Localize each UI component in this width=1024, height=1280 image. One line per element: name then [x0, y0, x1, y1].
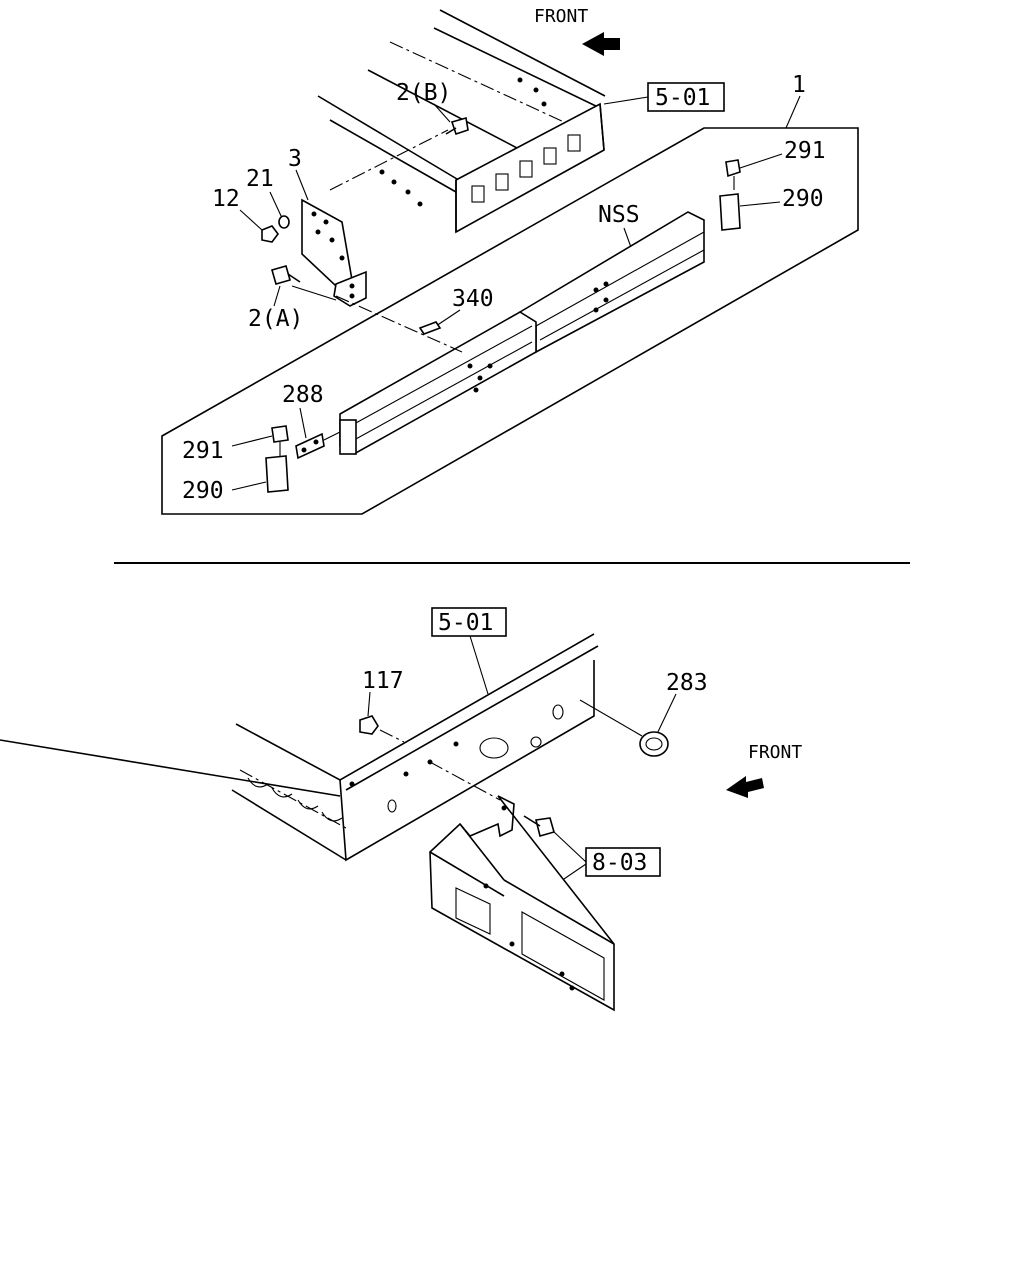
grommet-283 — [639, 731, 669, 757]
frame-rail-upper — [317, 9, 606, 234]
label-part-340[interactable]: 340 — [452, 286, 494, 312]
ref-5-01-lower[interactable]: 5-01 — [438, 610, 493, 636]
pin-340 — [418, 321, 442, 335]
frame-holes — [379, 77, 547, 207]
label-part-3[interactable]: 3 — [288, 146, 302, 172]
front-label-upper: FRONT — [534, 6, 588, 27]
label-part-117[interactable]: 117 — [362, 668, 404, 694]
nut-117 — [359, 715, 379, 735]
lower-view: 5-01 117 283 — [0, 607, 802, 1012]
bracket-8-03 — [429, 795, 615, 1012]
beam-main — [339, 311, 537, 455]
ref-8-03[interactable]: 8-03 — [592, 850, 647, 876]
ref-box-8-03[interactable] — [585, 847, 661, 877]
ref-box-5-01-lower[interactable] — [431, 607, 507, 637]
bolt-2a — [271, 265, 301, 285]
pad-290-bottom — [265, 455, 289, 493]
bolt-291-bottom — [271, 425, 289, 443]
bracket-part-3 — [301, 198, 367, 307]
frame-slots — [471, 134, 581, 203]
pad-290-top — [719, 193, 741, 231]
label-part-290-top[interactable]: 290 — [782, 186, 824, 212]
front-label-lower: FRONT — [748, 742, 802, 763]
plate-288 — [295, 432, 325, 460]
label-part-288[interactable]: 288 — [282, 382, 324, 408]
label-part-1[interactable]: 1 — [792, 72, 806, 98]
bolt-8-03 — [523, 815, 555, 837]
label-part-283[interactable]: 283 — [666, 670, 708, 696]
assembly-outline — [161, 127, 859, 515]
bolt-2b — [445, 116, 469, 136]
ref-box-5-01-upper[interactable] — [647, 82, 725, 112]
frame-rail-lower — [0, 633, 599, 862]
label-part-291-top[interactable]: 291 — [784, 138, 826, 164]
washer-21 — [278, 215, 290, 229]
front-arrow-icon-lower — [726, 776, 764, 798]
label-part-290-bottom[interactable]: 290 — [182, 478, 224, 504]
nut-12 — [261, 225, 279, 243]
upper-view: FRONT — [161, 6, 859, 515]
ref-5-01-upper[interactable]: 5-01 — [655, 85, 710, 111]
label-nss[interactable]: NSS — [598, 202, 640, 228]
beam-nss — [518, 211, 705, 354]
label-part-291-bottom[interactable]: 291 — [182, 438, 224, 464]
bolt-291-top — [725, 159, 741, 178]
front-arrow-icon — [582, 32, 620, 56]
label-part-12[interactable]: 12 — [212, 186, 240, 212]
label-part-2b[interactable]: 2(B) — [396, 80, 451, 106]
label-part-21[interactable]: 21 — [246, 166, 274, 192]
label-part-2a[interactable]: 2(A) — [248, 306, 303, 332]
